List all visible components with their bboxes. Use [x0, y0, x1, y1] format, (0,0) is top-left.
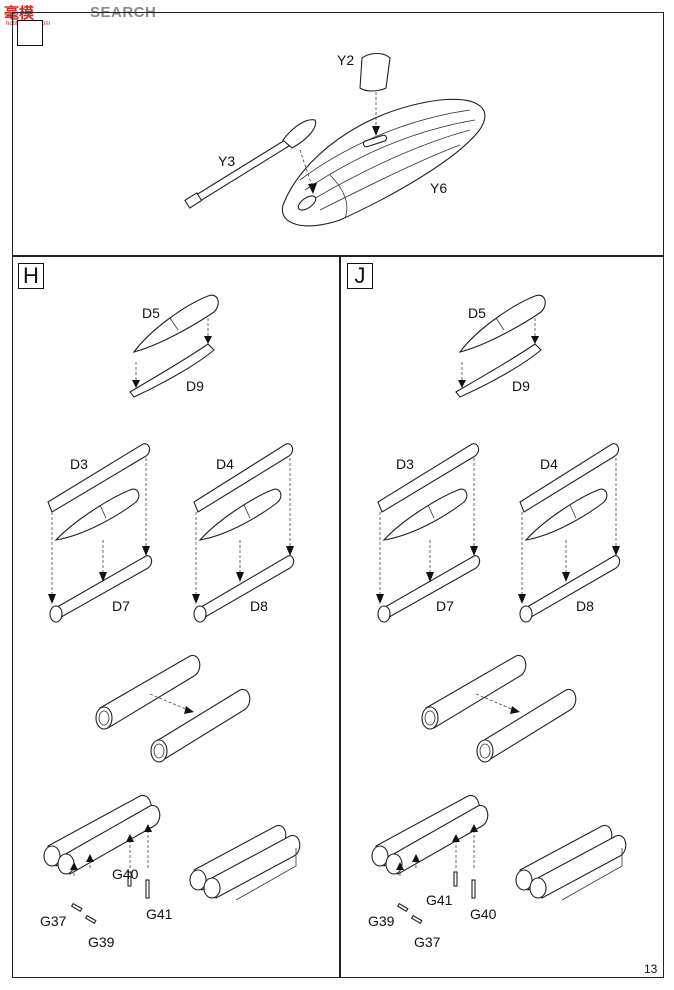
j-label-d7: D7 [436, 598, 454, 614]
label-y3: Y3 [218, 153, 236, 169]
j-label-g41: G41 [426, 892, 453, 908]
j-d3-d7-assembly [376, 443, 481, 623]
h-d4-d8-assembly [192, 443, 295, 623]
label-y2: Y2 [337, 52, 355, 68]
h-label-d4: D4 [216, 456, 234, 472]
h-label-g40: G40 [112, 866, 139, 882]
h-tube-assembly [95, 654, 251, 763]
j-g-parts-assembly [371, 794, 627, 924]
j-label-g37: G37 [414, 934, 441, 950]
h-g-parts-assembly [43, 794, 301, 924]
h-label-d8: D8 [250, 598, 268, 614]
y6-tank-body [281, 98, 486, 227]
j-label-d8: D8 [576, 598, 594, 614]
step-frame-j [340, 256, 664, 978]
h-label-g39: G39 [88, 934, 115, 950]
step-frame-top [12, 12, 664, 256]
j-label-d4: D4 [540, 456, 558, 472]
page-number: 13 [644, 962, 658, 976]
j-d5-d9-assembly [455, 294, 546, 398]
h-d3-d7-assembly [47, 443, 153, 623]
h-label-d3: D3 [70, 456, 88, 472]
j-label-d9: D9 [512, 378, 530, 394]
label-y6: Y6 [430, 180, 448, 196]
h-label-d5: D5 [142, 305, 160, 321]
h-label-g41: G41 [146, 906, 173, 922]
j-label-d3: D3 [396, 456, 414, 472]
h-label-d9: D9 [186, 378, 204, 394]
j-tube-assembly [421, 654, 577, 763]
y2-part [359, 52, 391, 136]
j-d4-d8-assembly [518, 443, 621, 623]
j-label-g39: G39 [368, 913, 395, 929]
step-box-top [17, 20, 43, 46]
h-label-g37: G37 [40, 913, 67, 929]
watermark-logo: 毫模 [4, 5, 35, 22]
step-frame-h [12, 256, 340, 978]
h-label-d7: D7 [112, 598, 130, 614]
step-box-h: H [18, 263, 44, 289]
h-d5-d9-assembly [129, 294, 219, 398]
j-label-d5: D5 [468, 305, 486, 321]
y3-rod [184, 119, 317, 209]
step-box-j: J [347, 263, 373, 289]
j-label-g40: G40 [470, 906, 497, 922]
